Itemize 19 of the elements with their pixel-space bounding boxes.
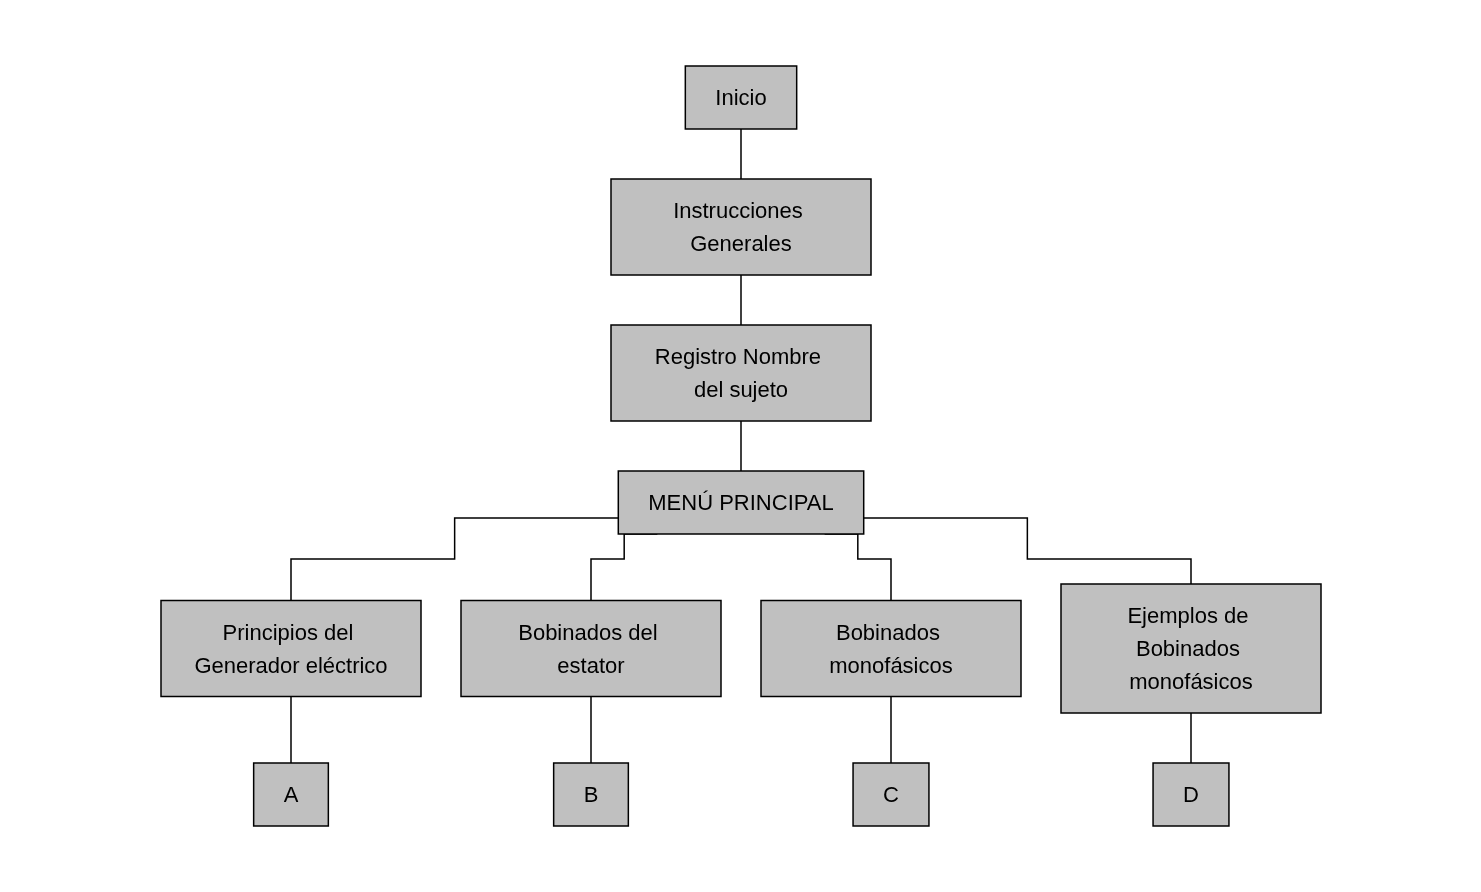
node-box: Bobinados del estator [459,599,722,698]
connector [1189,712,1192,764]
connector [739,128,742,180]
connector [289,695,292,764]
connector [739,274,742,326]
node-box: B [552,762,629,827]
node-box: Inicio [684,65,797,130]
node-box: Bobinados monofásicos [759,599,1022,698]
node-box: Instrucciones Generales [609,178,872,276]
node-box: Ejemplos de Bobinados monofásicos [1059,583,1322,714]
node-box: D [1151,762,1230,827]
node-box: Registro Nombre del sujeto [609,324,872,422]
connector [889,695,892,764]
connector [589,695,592,764]
node-box: Principios del Generador eléctrico [159,599,422,698]
node-box: A [252,762,329,827]
node-box: C [851,762,930,827]
node-box: MENÚ PRINCIPAL [617,470,864,535]
connector [739,420,742,472]
